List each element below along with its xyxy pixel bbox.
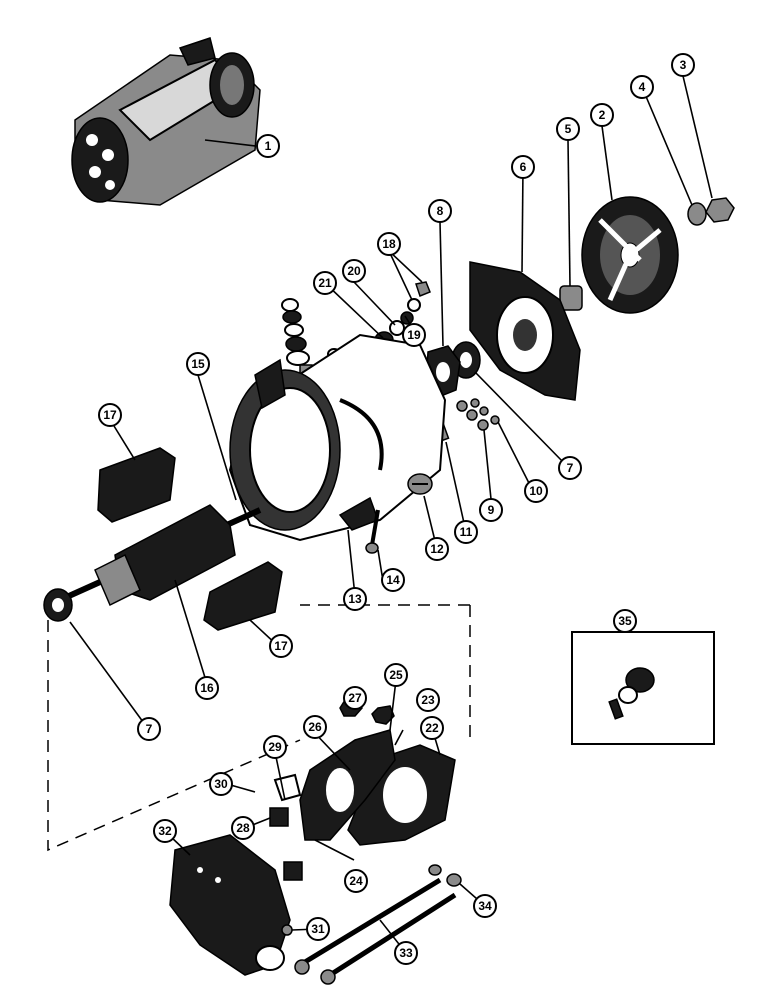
field-coil-lower xyxy=(203,561,283,631)
callout-15: 15 xyxy=(186,352,210,376)
pulley xyxy=(581,196,679,314)
callout-24: 24 xyxy=(344,869,368,893)
callout-7-lower: 7 xyxy=(137,717,161,741)
callout-18: 18 xyxy=(377,232,401,256)
callout-10: 10 xyxy=(524,479,548,503)
callout-13-label: 13 xyxy=(348,592,362,606)
callout-10-label: 10 xyxy=(529,484,543,498)
callout-1-label: 1 xyxy=(265,139,272,153)
callout-17-upper: 17 xyxy=(98,403,122,427)
callout-6: 6 xyxy=(511,155,535,179)
inset-box xyxy=(571,631,715,745)
callout-32: 32 xyxy=(153,819,177,843)
callout-4-label: 4 xyxy=(639,80,646,94)
callout-5-label: 5 xyxy=(565,122,572,136)
callout-20-label: 20 xyxy=(347,264,361,278)
callout-31-label: 31 xyxy=(311,922,325,936)
callout-11-label: 11 xyxy=(460,525,473,539)
callout-6-label: 6 xyxy=(520,160,527,174)
through-bolt-washer xyxy=(446,873,462,887)
callout-35: 35 xyxy=(613,609,637,633)
callout-23: 23 xyxy=(416,688,440,712)
callout-31: 31 xyxy=(306,917,330,941)
callout-14: 14 xyxy=(381,568,405,592)
callout-23-label: 23 xyxy=(421,693,435,707)
through-bolt-washer-small xyxy=(428,864,442,876)
callout-28: 28 xyxy=(231,816,255,840)
callout-33-label: 33 xyxy=(399,946,413,960)
armature xyxy=(43,504,262,622)
callout-19-label: 19 xyxy=(407,328,421,342)
callout-5: 5 xyxy=(556,117,580,141)
callout-1: 1 xyxy=(256,134,280,158)
callout-20: 20 xyxy=(342,259,366,283)
callout-27: 27 xyxy=(343,686,367,710)
callout-21: 21 xyxy=(313,271,337,295)
callout-29: 29 xyxy=(263,735,287,759)
mounting-bolt xyxy=(365,509,380,554)
pole-shoe-screw xyxy=(407,473,433,495)
plate-screws xyxy=(456,398,500,431)
callout-18-label: 18 xyxy=(382,237,396,251)
assembled-generator xyxy=(71,37,261,206)
callout-4: 4 xyxy=(630,75,654,99)
callout-8-label: 8 xyxy=(437,204,444,218)
callout-17-upper-label: 17 xyxy=(103,408,117,422)
leader-lines xyxy=(69,75,713,954)
callout-8: 8 xyxy=(428,199,452,223)
callout-17-lower-label: 17 xyxy=(274,639,288,653)
callout-22: 22 xyxy=(420,716,444,740)
callout-32-label: 32 xyxy=(158,824,172,838)
callout-9: 9 xyxy=(479,498,503,522)
callout-19: 19 xyxy=(402,323,426,347)
callout-24-label: 24 xyxy=(349,874,363,888)
callout-25-label: 25 xyxy=(389,668,403,682)
callout-25: 25 xyxy=(384,663,408,687)
callout-22-label: 22 xyxy=(425,721,439,735)
callout-3: 3 xyxy=(671,53,695,77)
callout-16: 16 xyxy=(195,676,219,700)
callout-29-label: 29 xyxy=(268,740,282,754)
callout-14-label: 14 xyxy=(386,573,400,587)
callout-13: 13 xyxy=(343,587,367,611)
callout-26: 26 xyxy=(303,715,327,739)
callout-12-label: 12 xyxy=(430,542,444,556)
callout-11: 11 xyxy=(454,520,478,544)
commutator-end-frame xyxy=(169,834,291,976)
callout-17-lower: 17 xyxy=(269,634,293,658)
callout-34-label: 34 xyxy=(478,899,492,913)
callout-28-label: 28 xyxy=(236,821,250,835)
callout-34: 34 xyxy=(473,894,497,918)
callout-30-label: 30 xyxy=(214,777,228,791)
callout-21-label: 21 xyxy=(318,276,332,290)
callout-9-label: 9 xyxy=(488,503,495,517)
callout-27-label: 27 xyxy=(348,691,362,705)
callout-7-upper-label: 7 xyxy=(567,461,574,475)
callout-7-upper: 7 xyxy=(558,456,582,480)
callout-12: 12 xyxy=(425,537,449,561)
pulley-nut xyxy=(705,197,735,223)
callout-35-label: 35 xyxy=(618,614,632,628)
callout-33: 33 xyxy=(394,941,418,965)
brush-holder-plate xyxy=(299,729,396,841)
callout-7-lower-label: 7 xyxy=(146,722,153,736)
callout-16-label: 16 xyxy=(200,681,214,695)
field-coil-upper xyxy=(97,447,176,523)
spacer xyxy=(559,285,583,311)
callout-15-label: 15 xyxy=(191,357,205,371)
callout-2-label: 2 xyxy=(599,108,606,122)
field-frame-housing xyxy=(228,333,447,542)
drive-end-frame xyxy=(469,261,581,401)
callout-3-label: 3 xyxy=(680,58,687,72)
callout-2: 2 xyxy=(590,103,614,127)
brushes xyxy=(269,773,303,881)
callout-26-label: 26 xyxy=(308,720,322,734)
callout-30: 30 xyxy=(209,772,233,796)
assembly-dashed-outline xyxy=(47,604,471,852)
lock-washer xyxy=(687,202,707,226)
